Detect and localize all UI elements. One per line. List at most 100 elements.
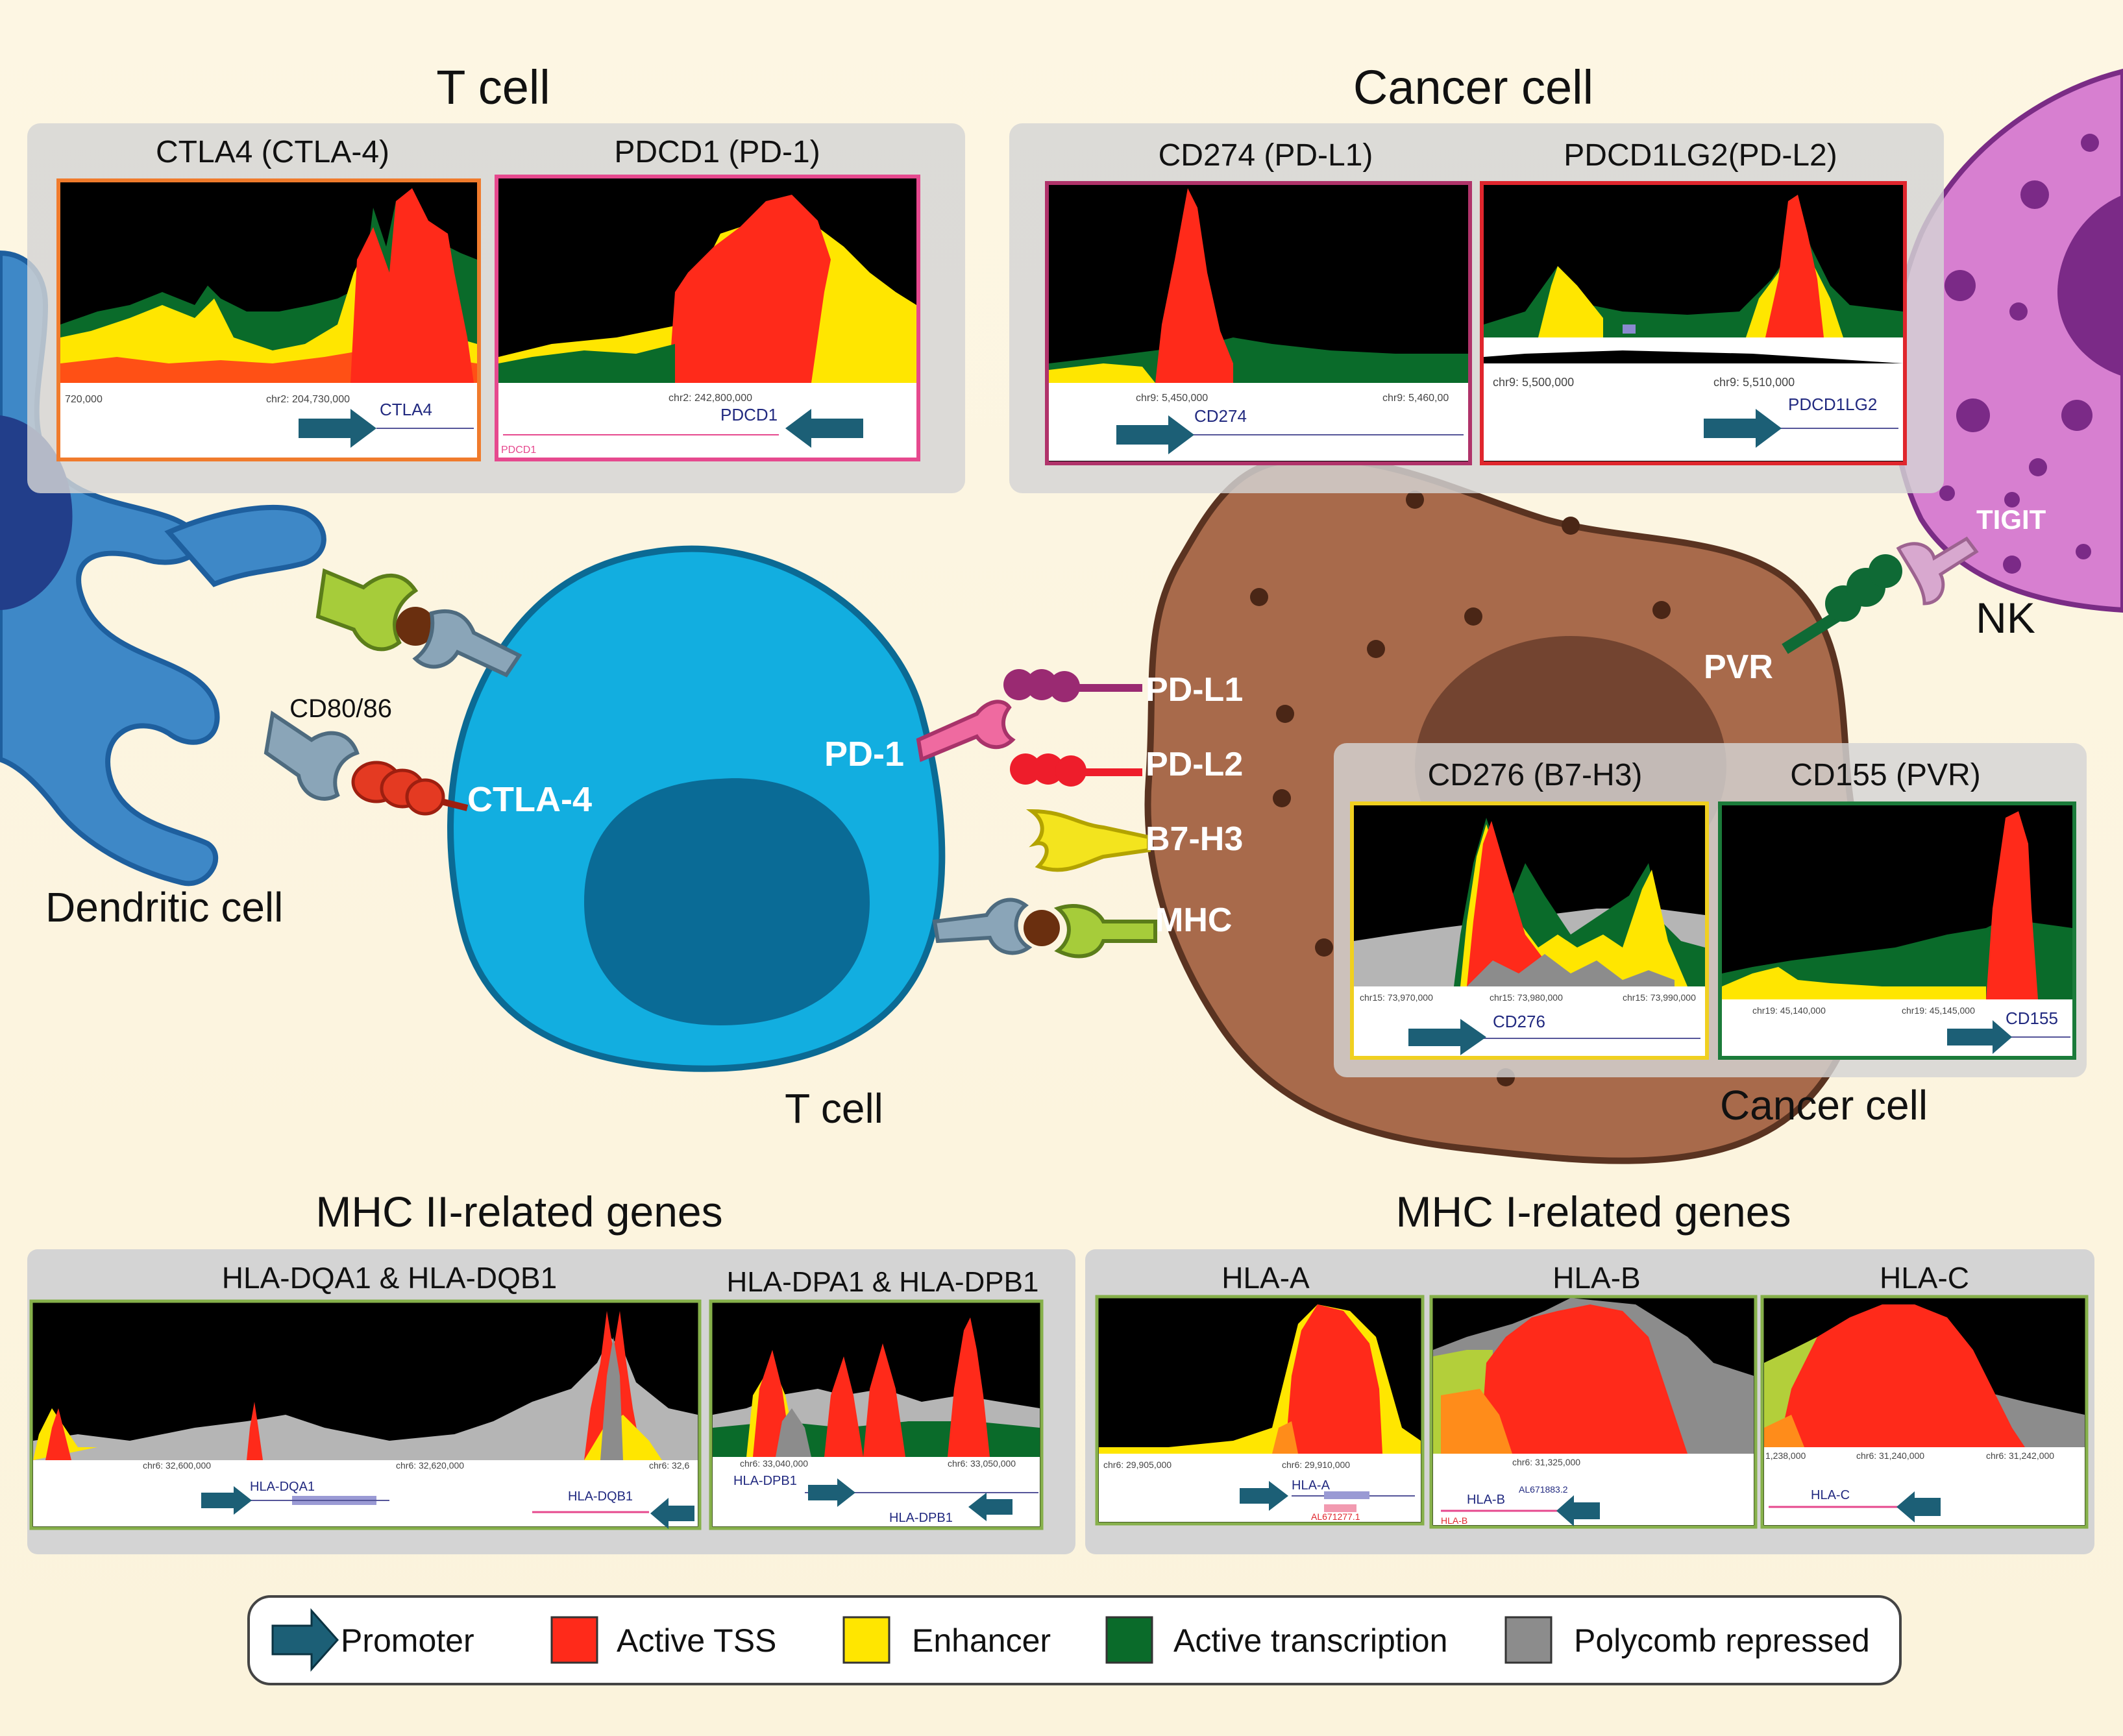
track-title: HLA-C	[1880, 1261, 1969, 1295]
coord-label: chr2: 242,800,000	[669, 393, 752, 404]
pdl2-ligand	[1010, 753, 1142, 787]
coord-label: chr6: 31,242,000	[1986, 1450, 2054, 1461]
coord-label: chr6: 32,620,000	[396, 1460, 464, 1471]
dendritic-cell-label: Dendritic cell	[45, 884, 283, 931]
track-title: HLA-B	[1552, 1261, 1640, 1295]
ctla4-label: CTLA-4	[467, 780, 592, 819]
track-pdcd1lg2: PDCD1LG2(PD-L2) chr9: 5,500,000 chr9: 5,…	[1480, 138, 1907, 465]
tcell-label: T cell	[785, 1085, 883, 1132]
gene-label: AL671277.1	[1311, 1511, 1360, 1522]
coord-label: chr6: 32,6	[649, 1460, 689, 1471]
section-title-mhc1: MHC I-related genes	[1396, 1188, 1791, 1236]
section-title-cancer: Cancer cell	[1353, 60, 1593, 114]
track-title: PDCD1LG2(PD-L2)	[1564, 138, 1837, 173]
coord-label: chr6: 32,600,000	[143, 1460, 211, 1471]
coord-label: chr6: 33,040,000	[740, 1458, 808, 1469]
legend-polycomb-label: Polycomb repressed	[1574, 1622, 1870, 1659]
track-cd276: CD276 (B7-H3) chr15: 73,970,000 chr15: 7…	[1350, 758, 1709, 1060]
mhc-label: MHC	[1155, 901, 1232, 939]
coord-label: chr9: 5,500,000	[1493, 376, 1574, 389]
track-title: HLA-DPA1 & HLA-DPB1	[727, 1266, 1039, 1298]
coord-label: chr6: 31,325,000	[1512, 1457, 1580, 1467]
legend-swatch-tss	[550, 1616, 598, 1664]
legend-swatch-transcription	[1105, 1616, 1153, 1664]
b7h3-label: B7-H3	[1146, 820, 1243, 858]
gene-label: AL671883.2	[1519, 1484, 1568, 1495]
promoter-arrow-icon	[201, 1486, 252, 1515]
track-title: CD274 (PD-L1)	[1159, 138, 1373, 173]
track-hla-dp: HLA-DPA1 & HLA-DPB1 chr6: 33,040,000 chr…	[709, 1266, 1044, 1530]
track-title: HLA-DQA1 & HLA-DQB1	[222, 1261, 557, 1295]
coord-label: chr9: 5,450,000	[1136, 393, 1208, 404]
promoter-arrow-icon	[1896, 1491, 1941, 1522]
cd80-86-label: CD80/86	[289, 694, 392, 723]
coord-label: chr6: 31,240,000	[1856, 1450, 1924, 1461]
promoter-arrow-icon	[650, 1498, 694, 1529]
track-title: CTLA4 (CTLA-4)	[156, 135, 389, 169]
tigit-label: TIGIT	[1976, 504, 2046, 535]
gene-label: HLA-A	[1292, 1478, 1331, 1493]
legend-transcription-label: Active transcription	[1173, 1622, 1447, 1659]
track-hla-dq: HLA-DQA1 & HLA-DQB1 chr6: 32,600,000 chr…	[29, 1261, 702, 1530]
track-pdcd1: PDCD1 (PD-1) chr2: 242,800,000 PDCD1 PDC…	[495, 135, 920, 461]
coord-label: chr6: 29,910,000	[1282, 1460, 1350, 1470]
track-title: CD276 (B7-H3)	[1428, 758, 1643, 792]
gene-label: HLA-DPB1	[889, 1511, 953, 1525]
coord-label: chr9: 5,460,00	[1382, 393, 1449, 404]
coord-label: chr19: 45,140,000	[1752, 1005, 1826, 1016]
coord-label: chr15: 73,970,000	[1360, 992, 1433, 1003]
t-cell	[447, 545, 946, 1072]
track-ctla4: CTLA4 (CTLA-4) 720,000 chr2: 204,730,000…	[56, 135, 481, 461]
gene-label: PDCD1	[501, 445, 536, 456]
legend-tss-label: Active TSS	[617, 1622, 776, 1659]
gene-label: CD276	[1493, 1012, 1545, 1031]
coord-label: 1,238,000	[1765, 1450, 1806, 1461]
coord-label: chr9: 5,510,000	[1713, 376, 1795, 389]
coord-label: chr6: 29,905,000	[1103, 1460, 1172, 1470]
promoter-arrow-icon	[1947, 1020, 2012, 1054]
track-title: PDCD1 (PD-1)	[614, 135, 820, 169]
gene-label: CTLA4	[380, 400, 432, 419]
promoter-arrow-icon	[785, 409, 863, 448]
track-cd274: CD274 (PD-L1) chr9: 5,450,000 chr9: 5,46…	[1045, 138, 1472, 465]
pvr-label: PVR	[1704, 648, 1773, 686]
legend-promoter-label: Promoter	[341, 1622, 474, 1659]
tcr-mhc-complex-cancer	[932, 898, 1157, 959]
b7h3-ligand	[1026, 809, 1151, 872]
section-title-tcell: T cell	[436, 60, 550, 114]
legend-swatch-enhancer	[842, 1616, 890, 1664]
promoter-arrow-icon	[968, 1493, 1012, 1521]
nk-label: NK	[1976, 594, 2035, 642]
pdl1-ligand	[1003, 669, 1142, 702]
legend-enhancer-label: Enhancer	[912, 1622, 1051, 1659]
gene-label: CD155	[2006, 1009, 2058, 1028]
mhc-tcr-complex-dc	[315, 568, 522, 678]
gene-label: HLA-B	[1467, 1493, 1505, 1507]
coord-label: chr15: 73,990,000	[1623, 992, 1696, 1003]
pd1-label: PD-1	[824, 735, 904, 774]
promoter-icon	[271, 1608, 339, 1672]
gene-label: PDCD1LG2	[1788, 395, 1877, 414]
track-title: CD155 (PVR)	[1790, 758, 1980, 792]
pdl1-label: PD-L1	[1146, 671, 1243, 709]
gene-label: HLA-DQB1	[568, 1489, 633, 1504]
promoter-arrow-icon	[1704, 409, 1782, 448]
legend-swatch-polycomb	[1504, 1616, 1552, 1664]
gene-label: PDCD1	[720, 405, 778, 424]
promoter-arrow-icon	[808, 1478, 855, 1507]
track-hla-a: HLA-A chr6: 29,905,000 chr6: 29,910,000 …	[1095, 1261, 1425, 1526]
promoter-arrow-icon	[1408, 1019, 1486, 1055]
gene-label: CD274	[1194, 406, 1247, 426]
gene-label: HLA-B	[1441, 1515, 1467, 1526]
track-title: HLA-A	[1221, 1261, 1310, 1295]
coord-label: chr19: 45,145,000	[1902, 1005, 1975, 1016]
promoter-arrow-icon	[1240, 1481, 1288, 1511]
cancer-cell-label: Cancer cell	[1720, 1082, 1928, 1129]
section-title-mhc2: MHC II-related genes	[315, 1188, 722, 1236]
track-hla-b: HLA-B chr6: 31,325,000 HLA-B AL671883.2 …	[1429, 1261, 1758, 1529]
cd80-86-ctla4-complex	[264, 710, 469, 816]
coord-label: chr6: 33,050,000	[948, 1458, 1016, 1469]
promoter-arrow-icon	[299, 409, 376, 448]
pvr-tigit-complex	[1782, 536, 1979, 654]
